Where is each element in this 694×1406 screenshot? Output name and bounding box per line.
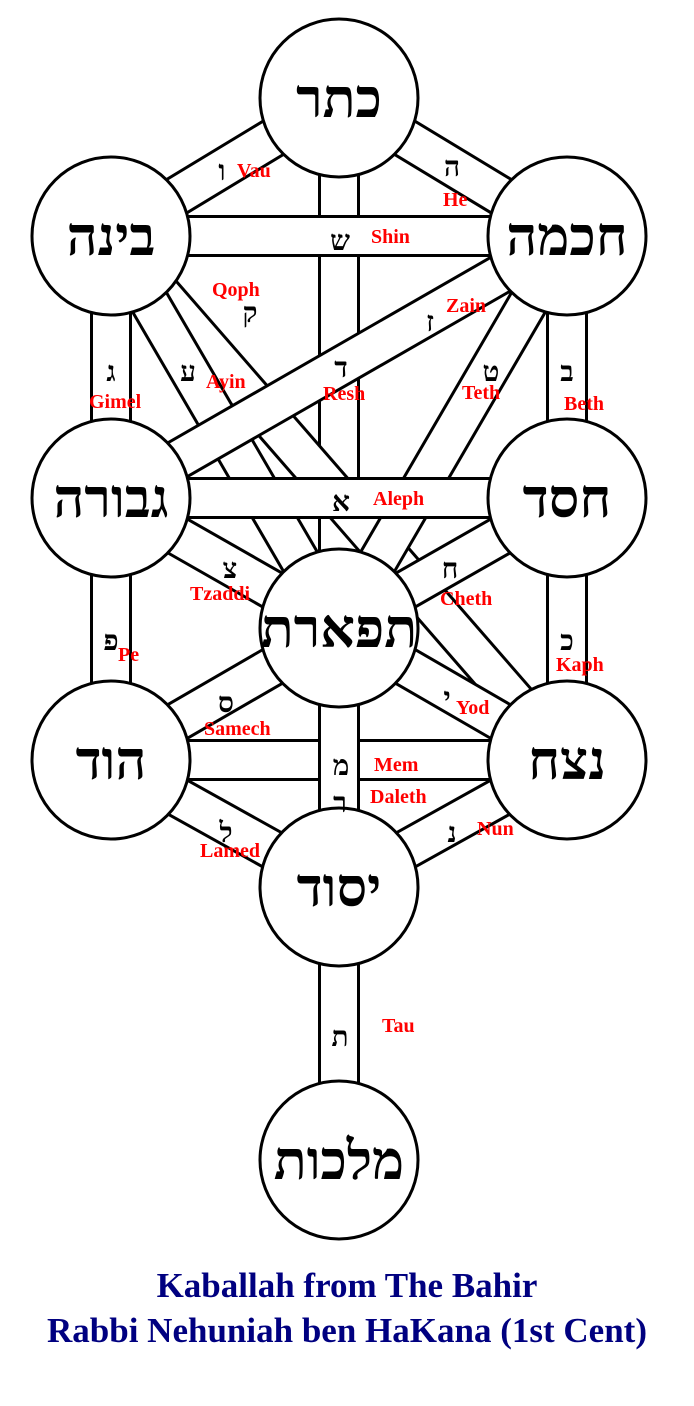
path-letter: פ <box>103 624 118 657</box>
path-letter: י <box>443 681 450 714</box>
path-channel <box>102 220 576 514</box>
path-letter-name: Teth <box>462 382 500 404</box>
path-letter-name: Mem <box>374 754 419 776</box>
path-letter: נ <box>447 816 456 849</box>
path-letter-name: Qoph <box>212 279 260 301</box>
path-letter: מ <box>333 749 350 782</box>
path-letter-name: Vau <box>237 160 271 182</box>
sephira-circle <box>30 155 192 317</box>
sephira-name: הוד <box>76 728 147 792</box>
path-letter-name: Samech <box>204 718 271 740</box>
path-letter-name: Yod <box>456 697 489 719</box>
path-letter: ל <box>218 816 232 849</box>
path-letter: ז <box>426 305 434 338</box>
path-letter-name: Lamed <box>200 840 260 862</box>
path-letter: ס <box>218 686 234 719</box>
path-letter: ט <box>483 355 500 388</box>
sephira-circle <box>486 155 648 317</box>
path-letter-name: He <box>443 189 468 211</box>
caption-subtitle: Rabbi Nehuniah ben HaKana (1st Cent) <box>47 1311 647 1350</box>
path-letter-name: Kaph <box>556 654 604 676</box>
sephira-malkuth: מלכות <box>258 1079 420 1241</box>
path-letter: ק <box>243 296 258 329</box>
path-letter-name: Ayin <box>206 371 246 393</box>
sephira-circle <box>486 679 648 841</box>
path-letter: ע <box>180 355 196 388</box>
path-letter: ו <box>218 154 225 187</box>
sephira-gevurah: גבורה <box>30 417 192 579</box>
path-letter-name: Cheth <box>440 588 492 610</box>
path-letter-name: Beth <box>564 393 604 415</box>
path-letter-name: Tau <box>382 1015 415 1037</box>
sephira-chesed: חסד <box>486 417 648 579</box>
sephira-name: נצח <box>528 728 606 792</box>
path-letter: א <box>332 485 350 518</box>
sephira-tiferet: תפארת <box>258 547 420 709</box>
path-letter-name: Gimel <box>89 391 142 413</box>
sephira-name: כתר <box>296 66 382 130</box>
sephira-circle <box>258 1079 420 1241</box>
path-letter-name: Pe <box>118 644 139 666</box>
caption-title: Kaballah from The Bahir <box>156 1266 538 1305</box>
sephira-circle <box>486 417 648 579</box>
path-letter: ד <box>334 351 347 384</box>
path-letter: ב <box>560 355 574 388</box>
path-letter-name: Aleph <box>373 488 424 510</box>
sephira-circle <box>258 17 420 179</box>
sephira-circle <box>258 547 420 709</box>
path-letter-name: Daleth <box>370 786 427 808</box>
sephira-netzach: נצח <box>486 679 648 841</box>
path-letter-name: Nun <box>477 818 514 840</box>
sephira-yesod: יסוד <box>258 806 420 968</box>
path-letter-name: Shin <box>371 226 410 248</box>
path-letter-name: Resh <box>323 383 365 405</box>
path-letter: ה <box>444 150 460 183</box>
sephira-circle <box>258 806 420 968</box>
path-letter: ג <box>106 355 115 388</box>
sephira-name: תפארת <box>261 596 417 660</box>
path-letter: ת <box>331 1020 348 1053</box>
path-chokmah-gevurah <box>100 217 578 517</box>
sephira-name: מלכות <box>274 1128 404 1192</box>
path-letter: ר <box>333 786 347 819</box>
sephira-chokmah: חכמה <box>486 155 648 317</box>
path-letter-name: Zain <box>446 295 486 317</box>
sephira-keter: כתר <box>258 17 420 179</box>
sephira-name: חסד <box>523 466 612 530</box>
sephira-circle <box>30 417 192 579</box>
path-letter: כ <box>560 624 574 657</box>
sephira-name: בינה <box>67 204 156 268</box>
path-letter: ש <box>330 224 350 257</box>
sephira-hod: הוד <box>30 679 192 841</box>
sephira-binah: בינה <box>30 155 192 317</box>
path-letter-name: Tzaddi <box>190 583 250 605</box>
path-letter: ח <box>442 552 459 585</box>
sephira-name: יסוד <box>297 855 382 919</box>
path-letter: צ <box>223 552 238 585</box>
sephira-name: גבורה <box>53 466 168 530</box>
sephira-name: חכמה <box>506 204 627 268</box>
sephira-circle <box>30 679 192 841</box>
